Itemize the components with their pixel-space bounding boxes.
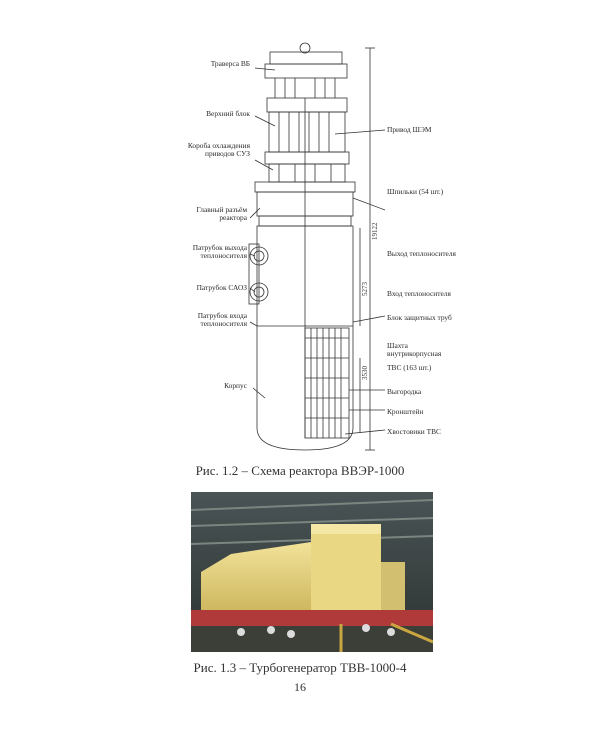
label-coolant-outlet: Выход теплоносителя [387, 249, 456, 258]
figure2-caption: Рис. 1.3 – Турбогенератор ТВВ-1000-4 [193, 660, 407, 675]
label-main-flange: Главный разъём реактора [196, 205, 247, 223]
label-traverse: Траверса ВБ [210, 59, 250, 68]
label-inlet-nozzle: Патрубок входа теплоносителя [197, 311, 247, 329]
figure1-caption: Рис. 1.2 – Схема реактора ВВЭР-1000 [195, 463, 405, 478]
label-cooling-boxes: Короба охлаждения приводов СУЗ [187, 141, 250, 159]
reactor-diagram: Траверса ВБ Верхний блок Короба охлажден… [185, 38, 475, 458]
reactor-drawing [248, 42, 386, 451]
label-studs: Шпильки (54 шт.) [387, 187, 444, 196]
label-bracket: Кронштейн [387, 407, 424, 416]
label-coolant-inlet: Вход теплоносителя [387, 289, 451, 298]
label-upper-block: Верхний блок [206, 109, 250, 118]
dimension-height: 19122 [371, 222, 379, 241]
label-outlet-nozzle: Патрубок выхода теплоносителя [192, 243, 247, 261]
page-number: 16 [294, 680, 306, 694]
label-core-barrel: Шахта внутрикорпусная [387, 341, 442, 359]
dimension-nozzle: 5273 [361, 282, 369, 296]
label-guide-tubes: Блок защитных труб [387, 313, 452, 322]
label-fuel-assemblies: ТВС (163 шт.) [387, 363, 432, 372]
label-baffle: Выгородка [387, 387, 422, 396]
label-fa-tails: Хвостовики ТВС [387, 427, 441, 436]
turbogenerator-photo [190, 492, 434, 652]
label-saoz-nozzle: Патрубок САОЗ [196, 283, 247, 292]
label-vessel: Корпус [224, 381, 247, 390]
label-drive: Привод ШЭМ [387, 125, 432, 134]
dimension-core: 3530 [361, 366, 369, 380]
